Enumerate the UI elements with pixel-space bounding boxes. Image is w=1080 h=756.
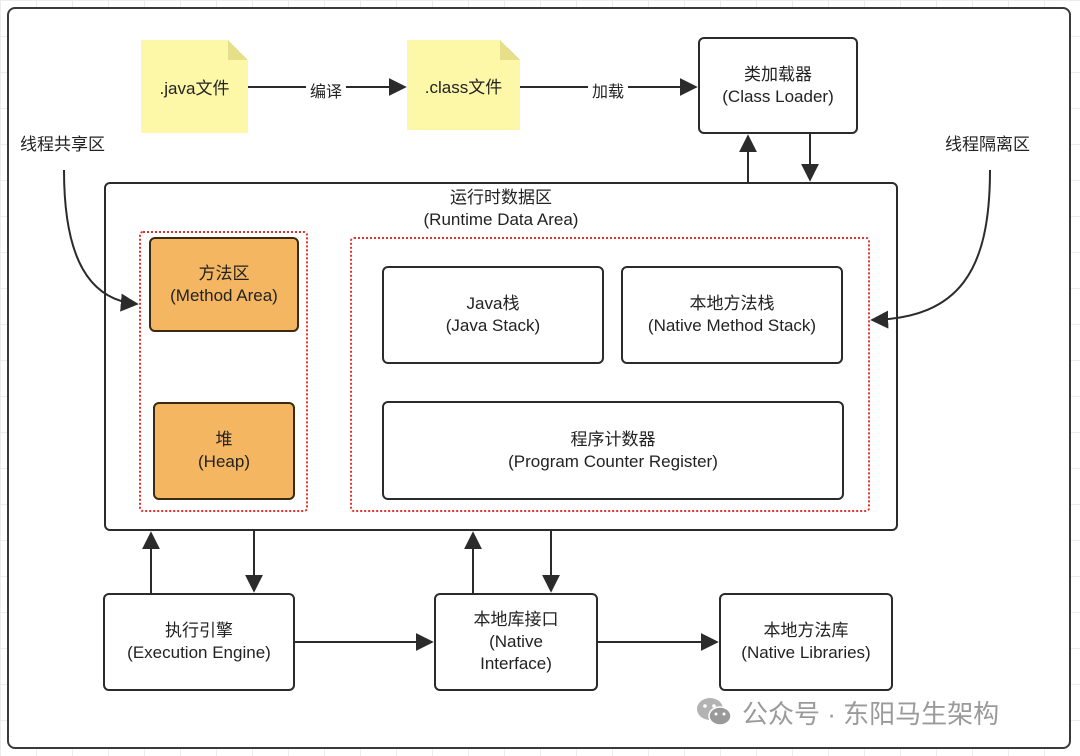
class-loader-subtitle: (Class Loader)	[722, 86, 834, 106]
runtime-data-area-title-cn: 运行时数据区	[450, 188, 552, 207]
class-loader-title: 类加载器	[744, 64, 812, 84]
heap-box: 堆 (Heap)	[153, 402, 295, 500]
thread-isolated-label: 线程隔离区	[945, 135, 1030, 154]
class-file-label: .class文件	[424, 77, 503, 97]
execution-engine-subtitle: (Execution Engine)	[127, 643, 271, 662]
method-area-subtitle: (Method Area)	[170, 285, 278, 305]
native-method-stack-subtitle: (Native Method Stack)	[647, 316, 817, 335]
class-loader-box: 类加载器 (Class Loader)	[698, 37, 858, 134]
native-interface-subtitle-2: Interface)	[480, 654, 552, 673]
watermark: 公众号 · 东阳马生架构	[694, 692, 999, 732]
thread-shared-label: 线程共享区	[20, 135, 105, 154]
class-file-note: .class文件	[407, 40, 520, 130]
load-label: 加载	[588, 78, 629, 102]
method-area-title: 方法区	[198, 263, 250, 283]
execution-engine-title: 执行引擎	[165, 621, 233, 640]
java-stack-box: Java栈 (Java Stack)	[382, 266, 604, 364]
compile-label: 编译	[306, 78, 347, 102]
java-file-note: .java文件	[141, 40, 248, 133]
method-area-box: 方法区 (Method Area)	[149, 237, 299, 332]
runtime-data-area-title: 运行时数据区 (Runtime Data Area)	[104, 187, 898, 231]
note-fold	[228, 40, 248, 60]
native-libraries-subtitle: (Native Libraries)	[741, 643, 871, 662]
native-interface-title: 本地库接口	[473, 610, 559, 629]
heap-title: 堆	[215, 430, 233, 449]
heap-subtitle: (Heap)	[198, 452, 250, 471]
execution-engine-box: 执行引擎 (Execution Engine)	[103, 593, 295, 691]
native-interface-box: 本地库接口 (Native Interface)	[434, 593, 598, 691]
note-fold	[500, 40, 520, 60]
native-method-stack-title: 本地方法栈	[689, 294, 775, 313]
native-method-stack-box: 本地方法栈 (Native Method Stack)	[621, 266, 843, 364]
isolated-region-outline	[350, 237, 870, 512]
runtime-data-area-title-en: (Runtime Data Area)	[423, 210, 579, 229]
java-stack-title: Java栈	[466, 294, 520, 313]
native-interface-subtitle-1: (Native	[489, 632, 543, 651]
pc-register-box: 程序计数器 (Program Counter Register)	[382, 401, 844, 500]
native-libraries-title: 本地方法库	[763, 621, 849, 640]
pc-register-title: 程序计数器	[570, 429, 656, 449]
shared-region-outline	[139, 231, 308, 512]
java-stack-subtitle: (Java Stack)	[445, 316, 541, 335]
watermark-text: 公众号 · 东阳马生架构	[742, 698, 1000, 729]
native-libraries-box: 本地方法库 (Native Libraries)	[719, 593, 893, 691]
java-file-label: .java文件	[159, 79, 230, 98]
wechat-icon	[697, 698, 732, 726]
pc-register-subtitle: (Program Counter Register)	[508, 451, 718, 471]
